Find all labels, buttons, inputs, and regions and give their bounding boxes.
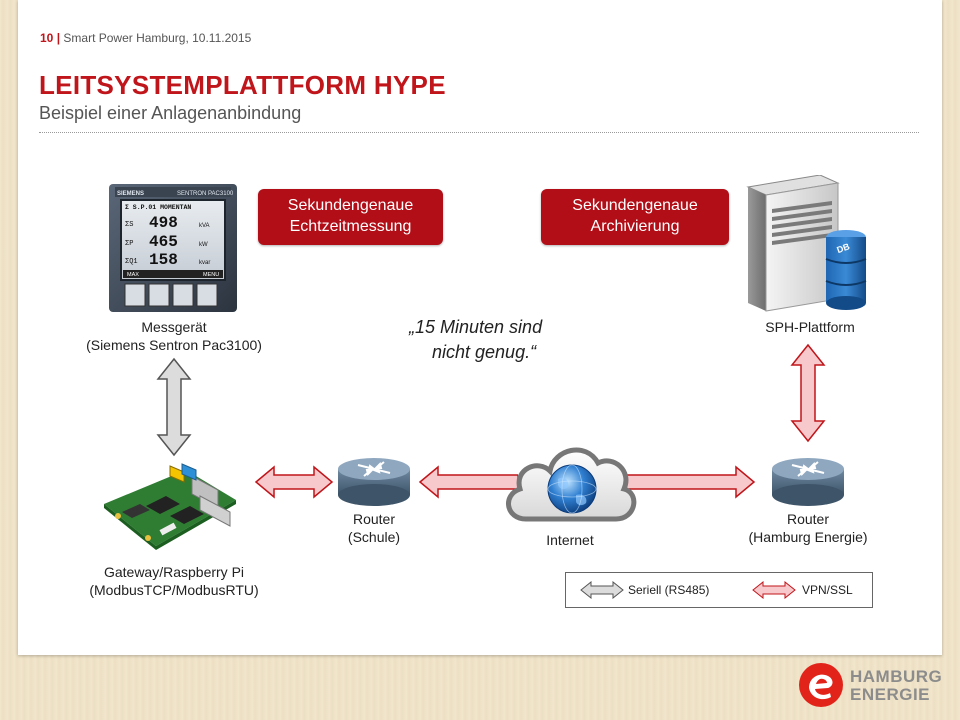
meter-label: Messgerät (Siemens Sentron Pac3100) <box>62 318 286 354</box>
legend-vpn-arrow-icon <box>752 581 796 599</box>
power-meter-icon: SIEMENS SENTRON PAC3100 Σ S.P.01 MOMENTA… <box>109 184 237 312</box>
router-he-label: Router (Hamburg Energie) <box>728 510 888 546</box>
meter-row2-value: 465 <box>149 233 178 251</box>
badge-archiving: Sekundengenaue Archivierung <box>541 189 729 245</box>
header-separator: | <box>56 31 61 45</box>
legend-serial-label: Seriell (RS485) <box>628 583 710 597</box>
internet-cloud-icon <box>506 447 637 522</box>
meter-label-line1: Messgerät <box>141 319 207 335</box>
server-label: SPH-Plattform <box>765 319 855 335</box>
router-hamburg-energie-icon <box>772 458 844 506</box>
slide-subtitle: Beispiel einer Anlagenanbindung <box>39 103 302 123</box>
meter-row2-label: ΣP <box>125 240 133 248</box>
meter-row3-unit: kvar <box>199 260 210 266</box>
title-divider <box>39 132 919 133</box>
hamburg-energie-logo-icon <box>799 663 843 707</box>
badge-left-line1: Sekundengenaue <box>287 197 414 214</box>
meter-model: SENTRON PAC3100 <box>177 191 234 197</box>
server-database-icon: DB <box>746 175 867 312</box>
internet-label: Internet <box>546 532 594 548</box>
meter-row1-value: 498 <box>149 214 178 232</box>
vpn-arrow-gateway-router <box>254 465 334 499</box>
gateway-label-line2: (ModbusTCP/ModbusRTU) <box>89 582 259 598</box>
meter-softkey-max: MAX <box>127 272 139 278</box>
router-school-icon <box>338 458 410 506</box>
badge-right-line2: Archivierung <box>590 218 680 235</box>
router-school-line2: (Schule) <box>347 529 401 545</box>
router-school-label: Router (Schule) <box>324 510 424 546</box>
meter-softkey-menu: MENU <box>203 272 219 278</box>
meter-row1-unit: kVA <box>199 223 210 229</box>
quote-line2: nicht genug.“ <box>432 342 537 362</box>
slide-title: LEITSYSTEMPLATTFORM HYPE <box>39 70 446 100</box>
gateway-label-line1: Gateway/Raspberry Pi <box>103 564 245 580</box>
meter-label-line2: (Siemens Sentron Pac3100) <box>86 337 262 353</box>
legend-box: Seriell (RS485) VPN/SSL <box>565 572 873 608</box>
gateway-label: Gateway/Raspberry Pi (ModbusTCP/ModbusRT… <box>62 563 286 599</box>
badge-realtime-measurement: Sekundengenaue Echtzeitmessung <box>258 189 443 245</box>
meter-row3-label: ΣQ1 <box>125 258 138 266</box>
vpn-arrow-vertical <box>790 343 826 443</box>
logo-line2: ENERGIE <box>850 685 931 704</box>
slide-header: 10 | Smart Power Hamburg, 10.11.2015 <box>40 31 251 45</box>
badge-left-line2: Echtzeitmessung <box>289 218 412 235</box>
router-he-line2: (Hamburg Energie) <box>748 529 868 545</box>
header-text: Smart Power Hamburg, 10.11.2015 <box>63 31 252 45</box>
meter-brand: SIEMENS <box>117 191 144 197</box>
raspberry-pi-icon <box>104 463 236 550</box>
router-school-line1: Router <box>352 511 396 527</box>
logo-line1: HAMBURG <box>850 667 943 686</box>
page-number: 10 <box>40 31 54 45</box>
meter-row2-unit: kW <box>199 242 208 248</box>
legend-serial-arrow-icon <box>580 581 624 599</box>
slide: 10 | Smart Power Hamburg, 10.11.2015 LEI… <box>18 0 942 655</box>
vpn-arrow-router-internet <box>418 465 518 499</box>
meter-row1-label: ΣS <box>125 221 133 229</box>
vpn-arrow-internet-router <box>626 465 756 499</box>
badge-right-line1: Sekundengenaue <box>572 197 698 214</box>
quote-line1: „15 Minuten sind <box>409 317 543 337</box>
db-label: DB <box>835 241 851 255</box>
serial-arrow-vertical <box>156 357 192 457</box>
router-he-line1: Router <box>786 511 830 527</box>
legend-vpn-label: VPN/SSL <box>802 583 853 597</box>
hamburg-energie-logo: HAMBURG ENERGIE <box>798 660 948 710</box>
meter-row3-value: 158 <box>149 251 178 269</box>
meter-screen-header: Σ S.P.01 MOMENTAN <box>125 204 191 211</box>
